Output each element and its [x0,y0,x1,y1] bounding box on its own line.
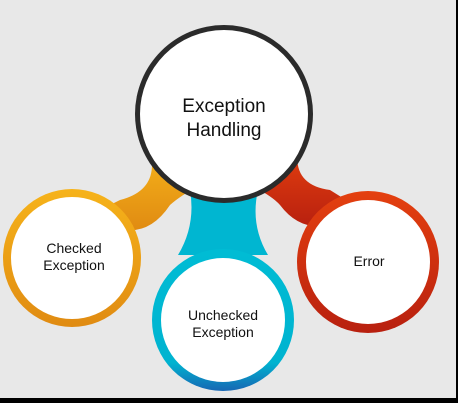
error-inner [306,200,430,324]
error-node [252,148,439,333]
checked-inner [11,197,133,319]
checked-exception-label: Checked Exception [43,239,105,274]
root-inner [140,30,308,198]
root-label: Exception Handling [182,96,266,141]
unchecked-exception-label: Unchecked Exception [187,306,259,341]
unchecked-exception-node [152,190,294,391]
unchecked-connector [178,190,268,255]
unchecked-inner [161,258,285,382]
checked-exception-node [3,150,200,327]
error-label: Error [353,253,385,270]
root-node [135,25,313,203]
